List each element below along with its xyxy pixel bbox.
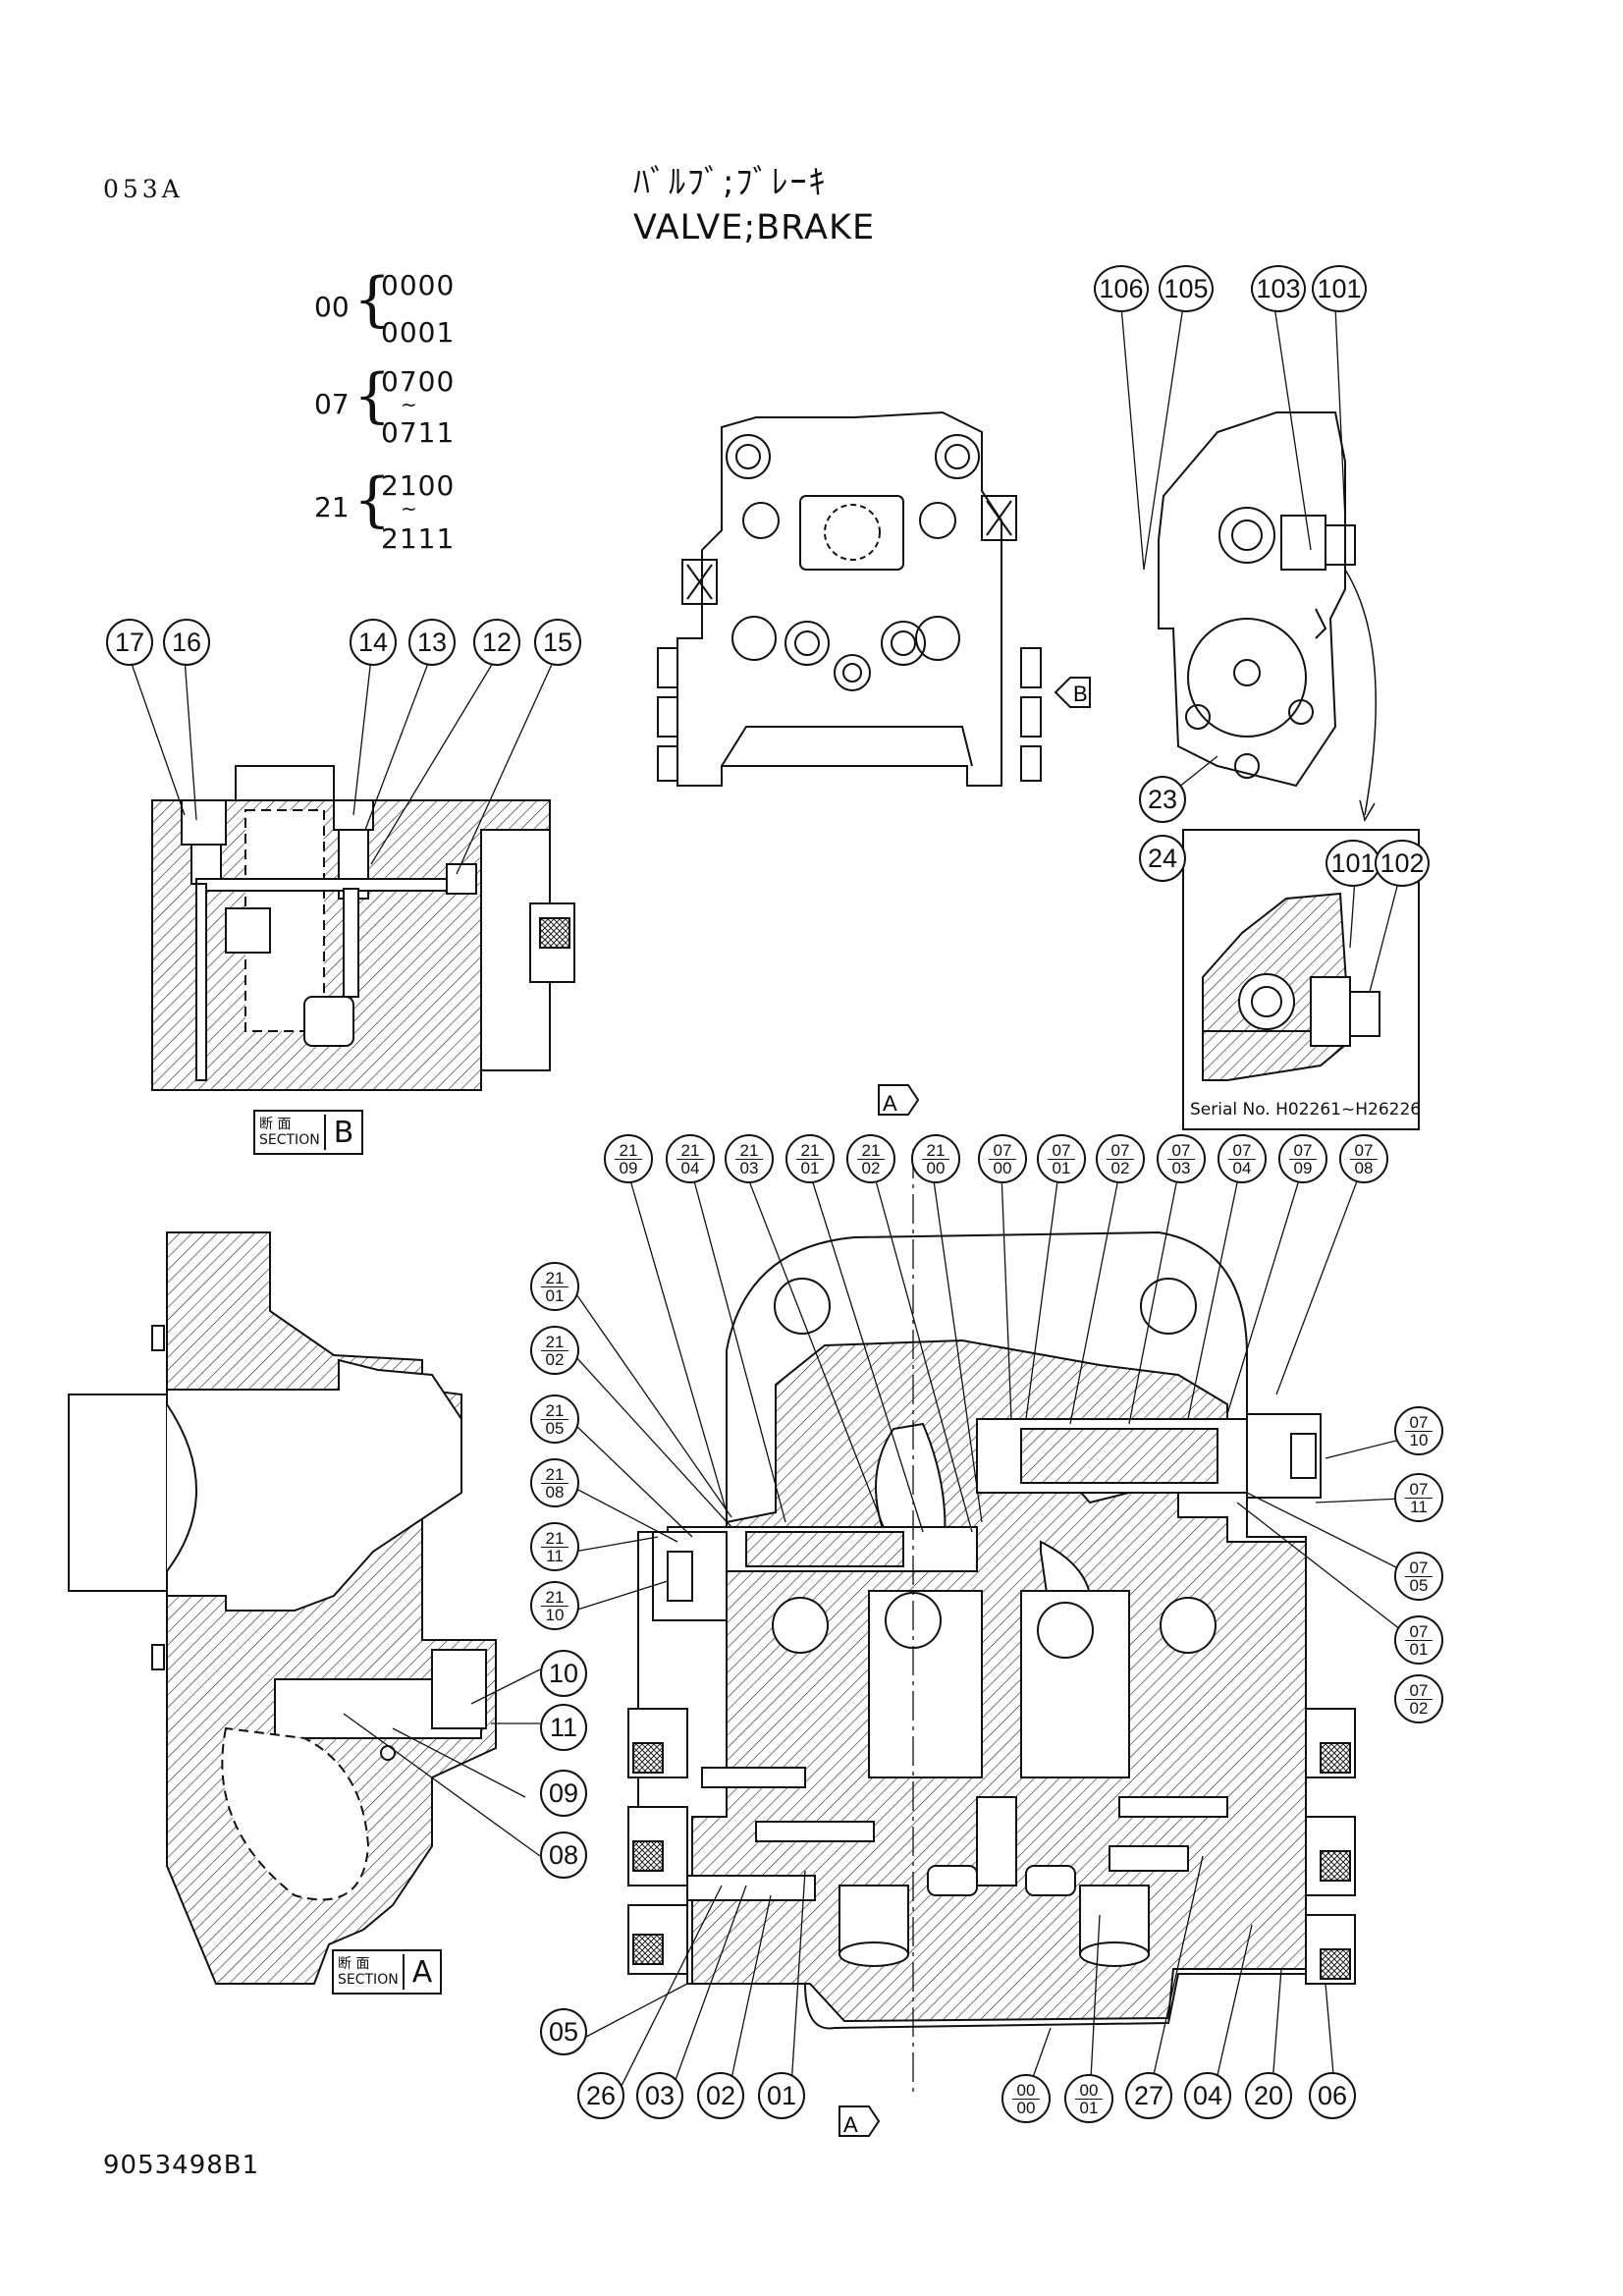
view-marker-b: B [1073, 682, 1088, 706]
title-english: VALVE;BRAKE [633, 208, 876, 247]
callout: 105 [1159, 265, 1214, 312]
callout: 05 [540, 2008, 587, 2055]
section-b-view [151, 765, 575, 1091]
detail-view [1202, 892, 1380, 1081]
callout: 14 [350, 619, 397, 666]
callout: 01 [758, 2072, 805, 2119]
callout: 04 [1184, 2072, 1231, 2119]
group-from-00: 0000 [381, 269, 456, 301]
valve-side-view [1158, 411, 1377, 822]
section-b-letter: B [333, 1115, 354, 1150]
callout: 103 [1251, 265, 1306, 312]
callout: 20 [1245, 2072, 1292, 2119]
callout: 17 [106, 619, 153, 666]
valve-front-view [657, 410, 1042, 787]
detail-box [1182, 829, 1420, 1130]
callout: 27 [1125, 2072, 1172, 2119]
callout: 106 [1094, 265, 1149, 312]
section-arrow-a-icon [839, 1084, 920, 2137]
section-a-en: SECTION [338, 1972, 399, 1988]
view-arrow-b-icon [1054, 677, 1091, 708]
callout: 11 [540, 1704, 587, 1751]
callout: 08 [540, 1831, 587, 1879]
group-to-21: 2111 [381, 522, 456, 555]
group-to-00: 0001 [381, 316, 456, 349]
title-japanese: ﾊﾞﾙﾌﾞ;ﾌﾞﾚｰｷ [633, 163, 828, 202]
section-a-view [68, 1231, 497, 1985]
callout: 06 [1309, 2072, 1356, 2119]
tilde-icon: ~ [401, 497, 417, 520]
leader-lines [129, 305, 1400, 993]
section-marker-a-top: A [883, 1091, 897, 1116]
callout: 13 [408, 619, 456, 666]
drawing-number: 9053498B1 [103, 2151, 260, 2180]
section-b-en: SECTION [259, 1132, 320, 1148]
brace-icon: { [353, 465, 392, 534]
callout: 26 [577, 2072, 624, 2119]
callout: 02 [697, 2072, 744, 2119]
section-marker-a-bottom: A [843, 2112, 858, 2137]
brace-icon: { [353, 265, 392, 334]
callout: 24 [1139, 835, 1186, 882]
section-a-letter: A [411, 1954, 433, 1990]
callout: 09 [540, 1770, 587, 1817]
callout: 102 [1375, 840, 1430, 887]
group-key-07: 07 [314, 388, 350, 420]
group-key-21: 21 [314, 491, 350, 523]
group-to-07: 0711 [381, 416, 456, 449]
group-from-21: 2100 [381, 469, 456, 502]
group-key-00: 00 [314, 291, 350, 323]
brace-icon: { [353, 361, 392, 430]
group-from-07: 0700 [381, 365, 456, 398]
section-b-jp: 断 面 [259, 1117, 292, 1132]
page-code: 053A [103, 175, 184, 203]
section-a-jp: 断 面 [338, 1956, 370, 1972]
callout: 101 [1312, 265, 1367, 312]
tilde-icon: ~ [401, 393, 417, 416]
callout: 23 [1139, 776, 1186, 823]
callout: 10 [540, 1650, 587, 1697]
callout: 16 [163, 619, 210, 666]
callout: 12 [473, 619, 520, 666]
callout: 101 [1325, 840, 1380, 887]
callout: 15 [534, 619, 581, 666]
serial-note: Serial No. H02261~H26226 [1190, 1100, 1422, 1120]
main-section-view [627, 1149, 1356, 2092]
callout: 03 [636, 2072, 683, 2119]
